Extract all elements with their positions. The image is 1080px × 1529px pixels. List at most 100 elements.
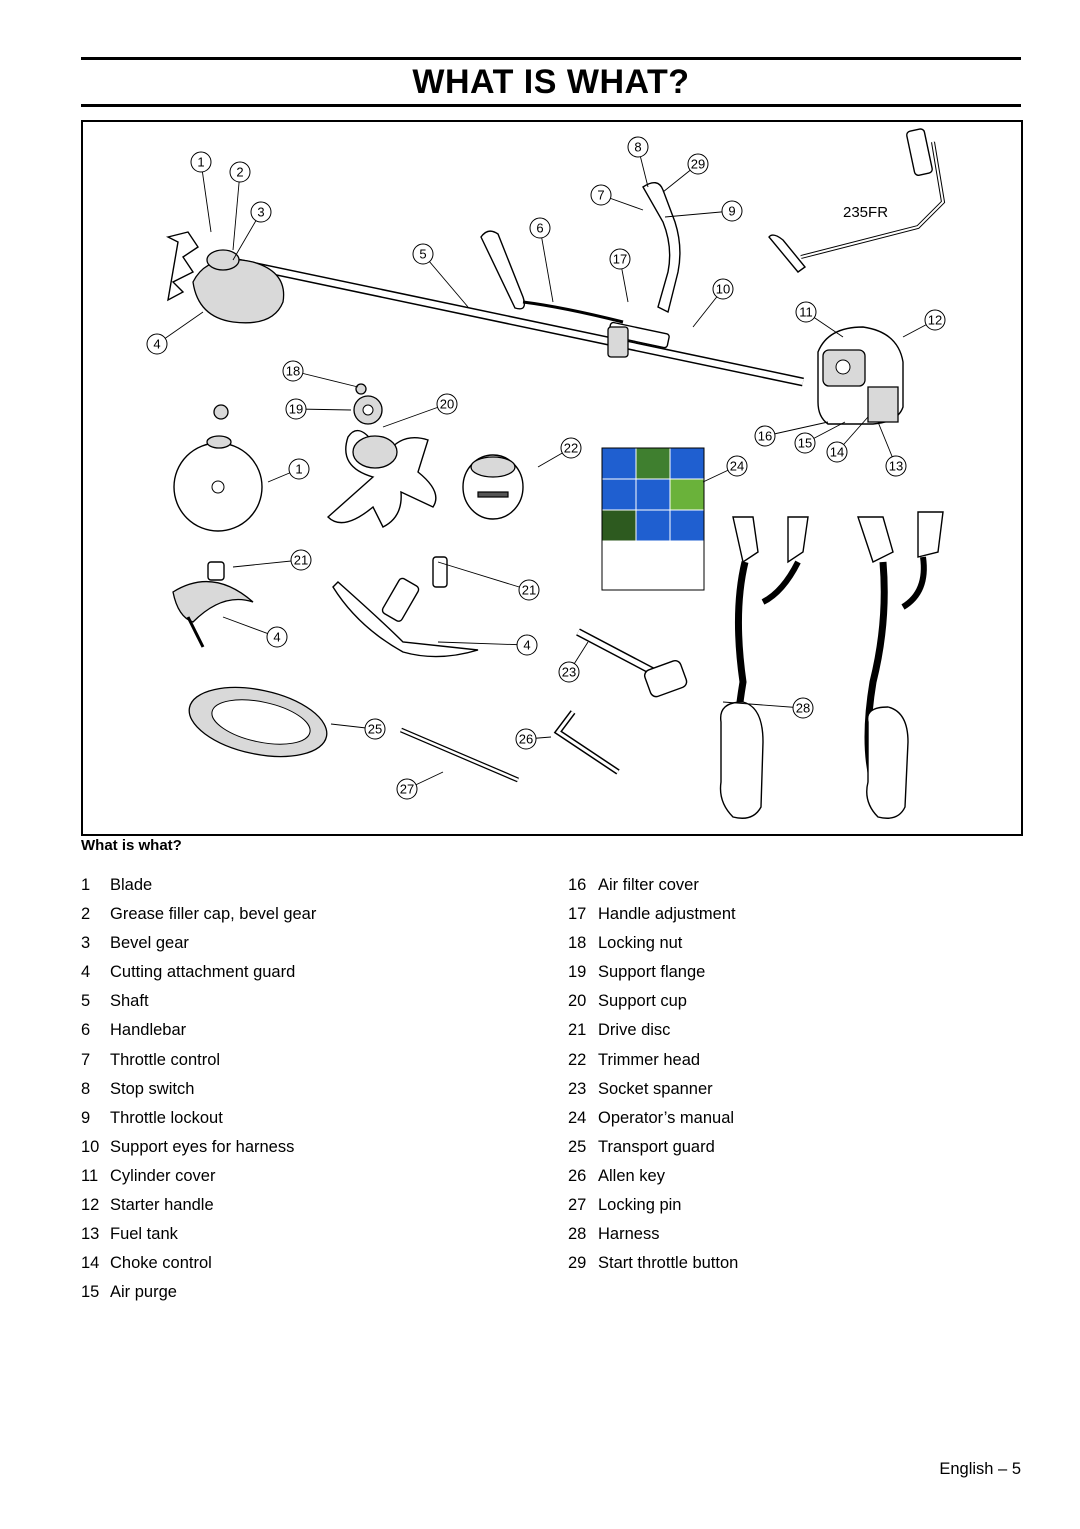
- guard-assemblies: [172, 556, 479, 658]
- callout-23: 23: [558, 661, 580, 683]
- legend-item-number: 27: [568, 1196, 587, 1215]
- callout-leader-line: [200, 161, 212, 233]
- legend-item: 20 Support cup: [568, 989, 738, 1018]
- legend-item: 21 Drive disc: [568, 1018, 738, 1047]
- callout-19: 19: [285, 398, 307, 420]
- legend-item-label: Support cup: [598, 992, 687, 1011]
- callout-number: 11: [799, 305, 813, 320]
- legend-item-number: 11: [81, 1166, 99, 1185]
- legend-item-label: Choke control: [110, 1254, 212, 1273]
- callout-number: 1: [197, 155, 204, 170]
- callout-number: 22: [564, 441, 578, 456]
- manual-cover-tile: [635, 509, 671, 542]
- legend-item-number: 24: [568, 1108, 587, 1127]
- callout-12: 12: [924, 309, 946, 331]
- leader-lines: [156, 146, 936, 790]
- legend-item-label: Handle adjustment: [598, 905, 736, 924]
- callout-leader-line: [664, 210, 733, 218]
- callout-number: 17: [613, 252, 627, 267]
- page-footer: English – 5: [939, 1460, 1021, 1478]
- legend-item-number: 15: [81, 1283, 100, 1302]
- legend-item-number: 7: [81, 1050, 91, 1069]
- callout-leader-line: [382, 403, 448, 428]
- callout-number: 3: [257, 205, 264, 220]
- callout-16: 16: [754, 425, 776, 447]
- grass-blade: [326, 429, 437, 528]
- parts-diagram-svg: 1234567829917101112181920221615141324121…: [146, 128, 946, 819]
- callout-22: 22: [560, 437, 582, 459]
- callout-18: 18: [282, 360, 304, 382]
- title-rule-top: [81, 57, 1021, 60]
- callout-number: 4: [273, 630, 280, 645]
- legend-item-label: Transport guard: [598, 1137, 715, 1156]
- legend-item-number: 21: [568, 1021, 587, 1040]
- callout-8: 8: [627, 136, 649, 158]
- legend-item-number: 19: [568, 963, 587, 982]
- 235fr-handle: [768, 128, 946, 273]
- callout-25: 25: [364, 718, 386, 740]
- callout-26: 26: [515, 728, 537, 750]
- callout-leader-line: [722, 701, 804, 709]
- callout-number: 7: [597, 188, 604, 203]
- legend-item-label: Bevel gear: [110, 934, 189, 953]
- socket-spanner: [576, 628, 688, 698]
- transport-guard: [188, 686, 328, 758]
- legend-item-label: Socket spanner: [598, 1079, 713, 1098]
- operators-manual: [601, 447, 705, 591]
- legend-item-number: 13: [81, 1225, 100, 1244]
- callout-4: 4: [266, 626, 288, 648]
- legend-item-label: Throttle control: [110, 1050, 221, 1069]
- callout-9: 9: [721, 200, 743, 222]
- legend-item-label: Drive disc: [598, 1021, 671, 1040]
- legend-item-number: 28: [568, 1225, 587, 1244]
- callout-number: 6: [536, 221, 543, 236]
- harness: [719, 511, 944, 819]
- legend-item-label: Throttle lockout: [110, 1108, 223, 1127]
- callout-leader-line: [292, 370, 359, 388]
- callout-20: 20: [436, 393, 458, 415]
- locking-pin: [400, 727, 519, 783]
- manual-cover-tile: [635, 478, 671, 511]
- legend-item-label: Fuel tank: [110, 1225, 178, 1244]
- callout-number: 23: [562, 665, 576, 680]
- legend-item-number: 4: [81, 963, 91, 982]
- legend-item-number: 3: [81, 934, 91, 953]
- legend-item-label: Support eyes for harness: [110, 1137, 295, 1156]
- legend-item-number: 20: [568, 992, 587, 1011]
- legend-item-number: 16: [568, 876, 587, 894]
- callout-number: 14: [830, 445, 844, 460]
- callout-1: 1: [288, 458, 310, 480]
- legend-item: 13 Fuel tank: [81, 1222, 316, 1251]
- legend-item: 17 Handle adjustment: [568, 902, 738, 931]
- legend-item-label: Handlebar: [110, 1021, 187, 1040]
- legend-item-label: Trimmer head: [598, 1050, 701, 1069]
- callout-number: 16: [758, 429, 772, 444]
- callout-11: 11: [795, 301, 817, 323]
- callout-number: 8: [634, 140, 641, 155]
- callout-leader-line: [232, 559, 302, 568]
- legend-item-number: 17: [568, 905, 587, 924]
- callout-14: 14: [826, 441, 848, 463]
- callout-number: 18: [286, 364, 300, 379]
- callout-1: 1: [190, 151, 212, 173]
- callout-leader-line: [764, 421, 829, 437]
- legend-item: 7 Throttle control: [81, 1048, 316, 1077]
- legend-item-number: 6: [81, 1021, 91, 1040]
- callout-27: 27: [396, 778, 418, 800]
- model-label: 235FR: [843, 204, 889, 221]
- legend-item-label: Blade: [110, 876, 153, 894]
- manual-cover-tile: [601, 478, 637, 511]
